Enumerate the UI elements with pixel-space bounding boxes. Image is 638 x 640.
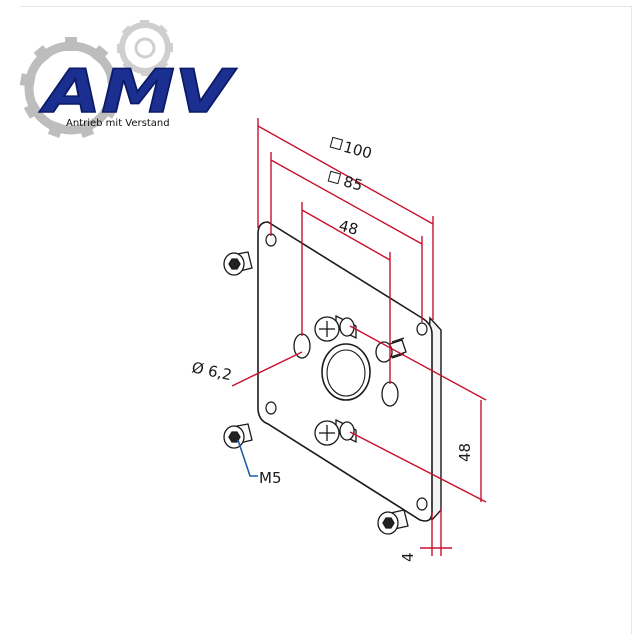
dim-48v-ext-bottom	[349, 431, 487, 503]
frame-top-line	[20, 6, 632, 7]
label-4: 4	[399, 552, 417, 562]
mount-hole-right	[381, 381, 399, 407]
gear-icon	[19, 37, 123, 138]
logo-tagline: Antrieb mit Verstand	[66, 118, 170, 129]
screws	[223, 251, 409, 535]
label-85: 85	[341, 172, 364, 194]
countersunk-screw-top	[314, 314, 357, 342]
dim-dia-leader	[231, 351, 303, 387]
dim-48v-ext-top	[349, 325, 487, 401]
corner-hole-bottom-left	[265, 401, 277, 415]
frame-right-line	[631, 6, 632, 634]
label-diameter: Ø 6,2	[190, 358, 233, 384]
dim-100-line	[257, 125, 434, 225]
dim-85-line	[270, 159, 423, 245]
mounting-plate	[257, 221, 442, 522]
dim-48-line	[301, 209, 391, 261]
label-48: 48	[337, 216, 360, 238]
countersunk-screw-bottom	[314, 418, 357, 446]
corner-hole-bottom-right	[416, 497, 428, 511]
label-100: 100	[342, 138, 374, 163]
logo-brand: AMV	[39, 57, 238, 127]
center-bore-inner	[326, 349, 366, 397]
hex-screw-top-left	[223, 251, 253, 276]
dimension-lines	[231, 118, 487, 556]
hex-screw-bottom-left	[223, 423, 253, 449]
corner-hole-top-right	[416, 322, 428, 336]
label-m5: M5	[259, 469, 282, 487]
hex-screw-bottom-right	[377, 509, 409, 535]
m5-leader	[237, 439, 258, 477]
small-gear-icon	[117, 20, 173, 76]
amv-logo: AMV Antrieb mit Verstand	[19, 20, 238, 138]
label-48-vertical: 48	[456, 443, 474, 462]
